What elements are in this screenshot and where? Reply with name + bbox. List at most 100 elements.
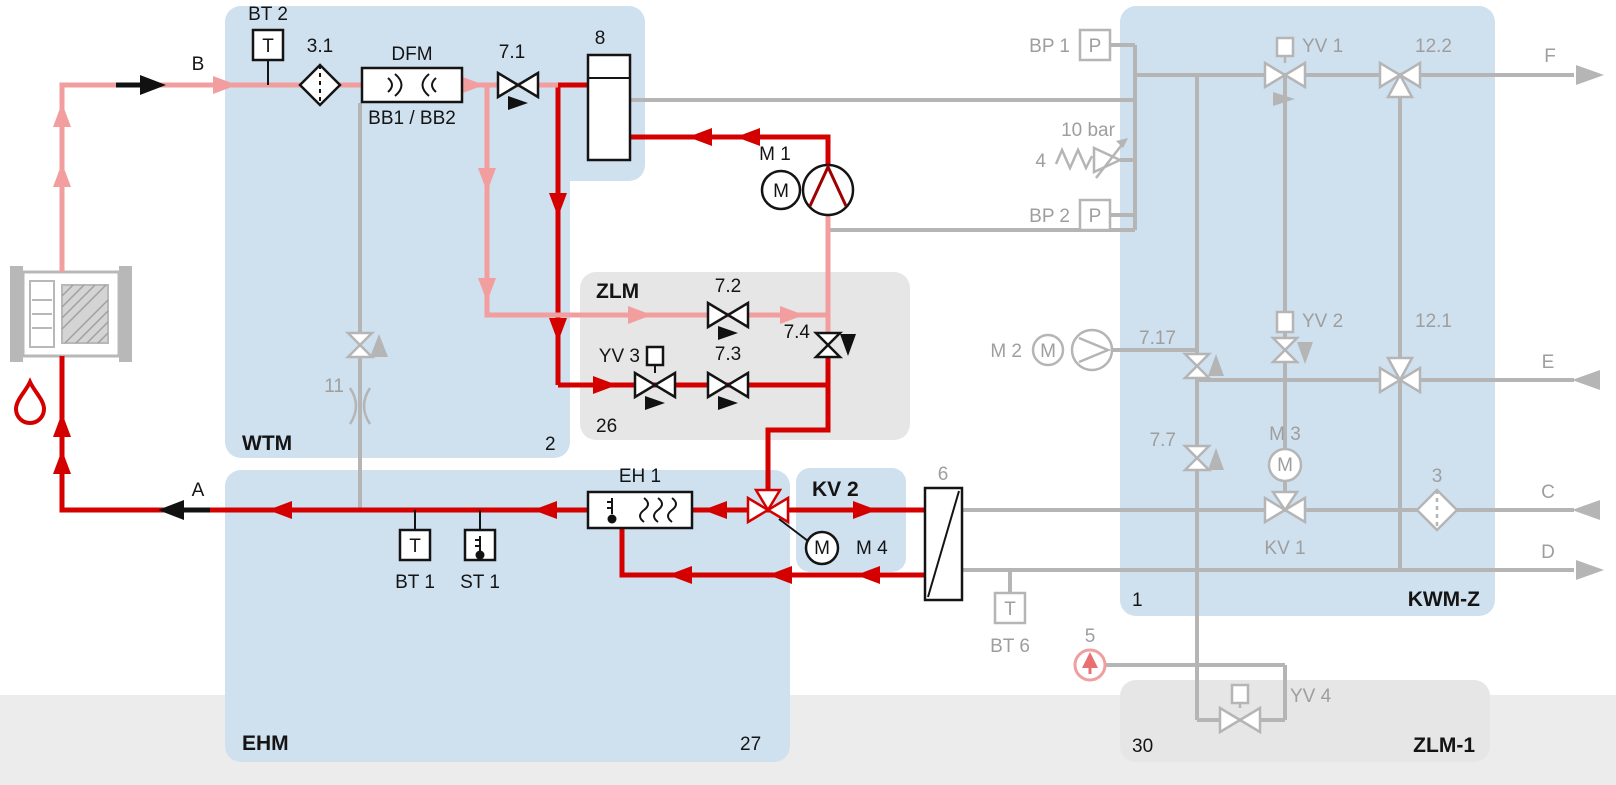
filter-6 [923,486,964,602]
port-e-label: E [1542,352,1555,373]
flow-markers [116,75,210,520]
pressure-sensor-bp2 [1078,198,1112,232]
three-way-valve-12-1 [1378,356,1422,395]
active-components [13,28,964,602]
flow-meter-dfm [360,66,464,104]
label-m1: M 1 [759,144,791,165]
port-d-arrow [1576,560,1604,580]
pump-m1 [760,163,855,217]
module-zlm-label: ZLM [596,280,639,303]
label-7-1: 7.1 [499,42,525,63]
label-eh1: EH 1 [619,466,661,487]
module-wtm-label: WTM [242,432,292,455]
heat-exchanger [10,266,132,362]
label-yv1: YV 1 [1302,36,1343,57]
port-a-arrow [158,500,184,520]
pump-m2 [1031,328,1114,372]
label-yv4: YV 4 [1290,686,1332,707]
label-dfm: DFM [391,44,432,65]
label-bt6: BT 6 [990,636,1030,657]
label-6: 6 [938,464,949,485]
labels: BT 2 T 3.1 DFM BB1 / BB2 7.1 8 M 1 M B A… [192,4,1556,757]
label-4: 4 [1035,151,1046,172]
label-7-4: 7.4 [784,322,811,343]
letter-bt1: T [409,536,421,557]
filter-3 [1415,488,1459,532]
label-kv1: KV 1 [1264,538,1305,559]
vessel-8 [586,53,632,162]
port-d-label: D [1541,542,1555,563]
module-kwmz-label: KWM-Z [1408,588,1480,611]
port-c-label: C [1541,482,1555,503]
module-kwmz-number: 1 [1132,590,1143,611]
label-bp2: BP 2 [1029,206,1070,227]
pressure-sensor-bp1 [1078,28,1112,62]
temperature-sensor-bt2 [251,28,285,85]
label-3-1: 3.1 [307,36,333,57]
port-a-label: A [192,480,205,501]
label-bb1-bb2: BB1 / BB2 [368,108,456,129]
three-way-valve-12-2 [1378,60,1422,99]
bypass-valve-11 [344,331,388,359]
label-st1: ST 1 [460,572,500,593]
label-7-7: 7.7 [1150,430,1176,451]
label-yv3: YV 3 [599,346,640,367]
module-zlm-number: 26 [596,416,617,437]
port-e-arrow [1572,370,1600,390]
port-b-label: B [192,54,205,75]
label-3: 3 [1432,466,1443,487]
solenoid-valve-yv1 [1263,36,1307,106]
inactive-components [10,28,1459,735]
letter-m4: M [814,538,830,559]
solenoid-valve-yv2 [1269,310,1313,364]
module-zlm1-box [1120,680,1490,762]
letter-bp1: P [1089,36,1102,57]
temperature-sensor-bt1 [398,510,432,562]
valve-7-3 [706,370,750,410]
temperature-sensor-bt6 [993,591,1027,625]
port-f-arrow [1576,65,1604,85]
letter-bt6: T [1004,599,1016,620]
port-c-arrow [1572,500,1600,520]
label-8: 8 [595,28,606,49]
valve-7-2 [706,300,750,340]
motor-m3 [1267,447,1303,483]
label-bt1: BT 1 [395,572,435,593]
heater-eh1 [586,490,694,530]
coolant-drop-icon [13,377,47,425]
temperature-sensor-st1 [463,510,497,562]
label-bp1: BP 1 [1029,36,1070,57]
label-5: 5 [1085,626,1096,647]
valve-7-1 [496,70,540,110]
letter-m2: M [1040,341,1056,362]
module-ehm-box [225,470,790,762]
motor-m4 [804,530,840,566]
label-7-17: 7.17 [1139,328,1176,349]
relief-valve-4 [1054,138,1128,179]
venturi-symbol [348,387,372,425]
label-7-3: 7.3 [715,344,741,365]
port-b-arrow [140,75,166,95]
letter-m3: M [1277,455,1293,476]
label-m4: M 4 [856,538,888,559]
letter-bp2: P [1089,206,1102,227]
three-way-valve-kv1 [1263,490,1307,525]
letter-m1: M [773,181,789,202]
letter-bt2: T [262,36,274,57]
label-12-2: 12.2 [1415,36,1452,57]
filter-3-1 [298,63,342,107]
gauge-5 [1073,648,1107,682]
port-f-label: F [1544,46,1556,67]
label-7-2: 7.2 [715,276,741,297]
label-bt2: BT 2 [248,4,288,25]
valve-7-17 [1181,352,1224,380]
solenoid-valve-yv4 [1218,683,1262,735]
module-ehm-number: 27 [740,734,761,755]
three-way-valve-kv2 [746,488,809,542]
valve-7-4 [812,331,856,359]
label-m3: M 3 [1269,424,1301,445]
module-wtm-number: 2 [545,434,556,455]
module-ehm-label: EHM [242,732,289,755]
background-layers [0,6,1616,785]
